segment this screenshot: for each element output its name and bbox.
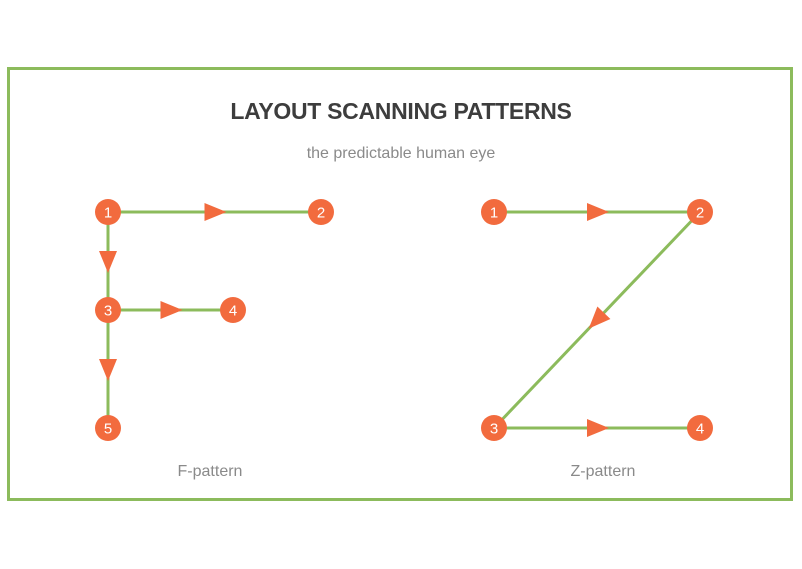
- f-pattern-node-label-4: 4: [229, 303, 237, 320]
- f-pattern-node-3: [95, 297, 121, 323]
- z-pattern-group: 1 2 3 4: [481, 199, 713, 441]
- f-pattern-node-4: [220, 297, 246, 323]
- f-pattern-node-label-2: 2: [317, 205, 325, 222]
- z-pattern-node-1: [481, 199, 507, 225]
- z-pattern-arrow-icon-3-4: [587, 419, 609, 437]
- f-pattern-node-label-3: 3: [104, 303, 112, 320]
- diagram-title: LAYOUT SCANNING PATTERNS: [230, 98, 572, 124]
- f-pattern-group: 1 2 3 4 5: [95, 199, 334, 441]
- z-pattern-node-label-4: 4: [696, 421, 704, 438]
- f-pattern-arrow-icon-3-4: [160, 301, 183, 319]
- z-pattern-node-label-3: 3: [490, 421, 498, 438]
- z-pattern-node-label-2: 2: [696, 205, 704, 222]
- z-pattern-node-4: [687, 415, 713, 441]
- z-pattern-label: Z-pattern: [570, 463, 636, 480]
- f-pattern-node-label-1: 1: [104, 205, 112, 222]
- f-pattern-arrow-icon-1-3: [99, 251, 117, 273]
- z-pattern-arrow-icon-2-3: [588, 306, 611, 329]
- z-pattern-node-2: [687, 199, 713, 225]
- z-pattern-arrow-icon-1-2: [587, 203, 609, 221]
- f-pattern-node-5: [95, 415, 121, 441]
- diagram-frame: [7, 67, 793, 501]
- f-pattern-node-2: [308, 199, 334, 225]
- f-pattern-arrow-icon-1-2: [204, 203, 227, 221]
- f-pattern-label: F-pattern: [177, 463, 243, 480]
- z-pattern-node-3: [481, 415, 507, 441]
- diagram-subtitle: the predictable human eye: [306, 145, 496, 162]
- f-pattern-node-1: [95, 199, 121, 225]
- z-pattern-node-label-1: 1: [490, 205, 498, 222]
- f-pattern-node-label-5: 5: [104, 421, 112, 438]
- f-pattern-arrow-icon-3-5: [99, 359, 117, 381]
